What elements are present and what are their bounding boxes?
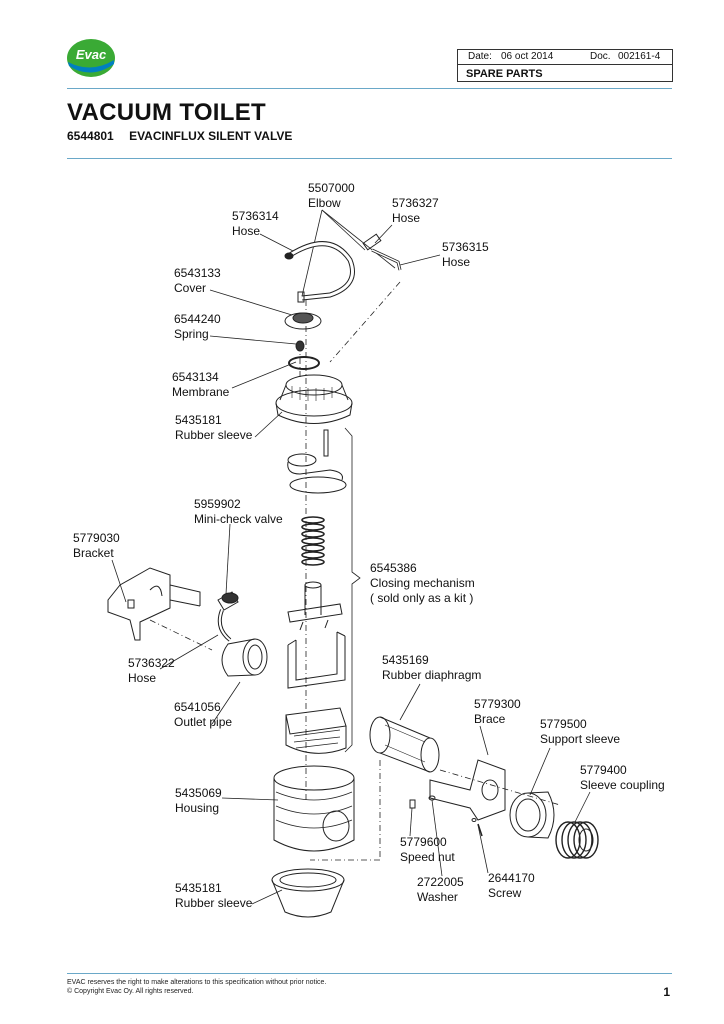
page-title: VACUUM TOILET (67, 99, 267, 126)
document-info-box: Date: 06 oct 2014 Doc. 002161-4 SPARE PA… (457, 49, 673, 82)
evac-logo: Evac (67, 39, 115, 77)
footer-text: EVAC reserves the right to make alterati… (67, 978, 326, 996)
exploded-view-drawing (107, 209, 599, 918)
doc-value: 002161-4 (618, 51, 661, 62)
footer-disclaimer: EVAC reserves the right to make alterati… (67, 979, 327, 986)
logo-text: Evac (76, 47, 107, 62)
date-value: 06 oct 2014 (501, 51, 554, 62)
footer-rule (67, 973, 672, 974)
doc-label: Doc. (590, 51, 611, 62)
header-rule (67, 88, 672, 89)
date-label: Date: (468, 51, 492, 62)
product-code: 6544801 (67, 129, 114, 143)
page-subtitle: 6544801 EVACINFLUX SILENT VALVE (67, 129, 292, 143)
title-rule (67, 158, 672, 159)
page-number: 1 (663, 985, 670, 999)
footer-copyright: © Copyright Evac Oy. All rights reserved… (67, 988, 194, 995)
product-name: EVACINFLUX SILENT VALVE (129, 129, 293, 143)
section-label: SPARE PARTS (466, 68, 543, 80)
